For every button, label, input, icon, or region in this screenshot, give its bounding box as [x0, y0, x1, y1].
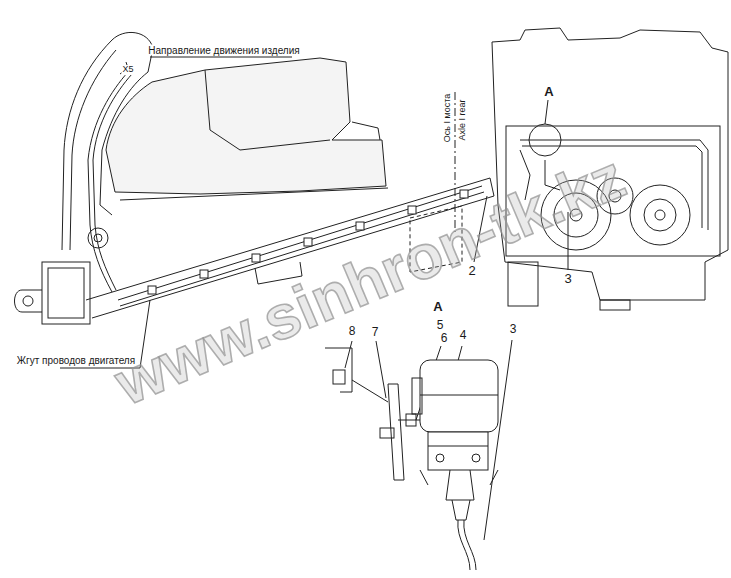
callout-number: 5: [436, 319, 445, 332]
connector-name: X5: [121, 65, 134, 75]
view-letter: A: [432, 300, 443, 314]
view-letter: A: [543, 85, 554, 99]
axle-note: Axle I rear: [458, 98, 468, 141]
callout-number: 4: [459, 329, 468, 342]
callout-number: 7: [371, 326, 380, 339]
callout-number: 3: [509, 323, 518, 336]
callout-number: 3: [563, 272, 572, 286]
callout-number: 8: [348, 325, 357, 338]
callout-number: 6: [440, 332, 449, 345]
axle-note: Ось I моста: [443, 93, 453, 143]
direction-note: Направление движения изделия: [147, 45, 300, 56]
